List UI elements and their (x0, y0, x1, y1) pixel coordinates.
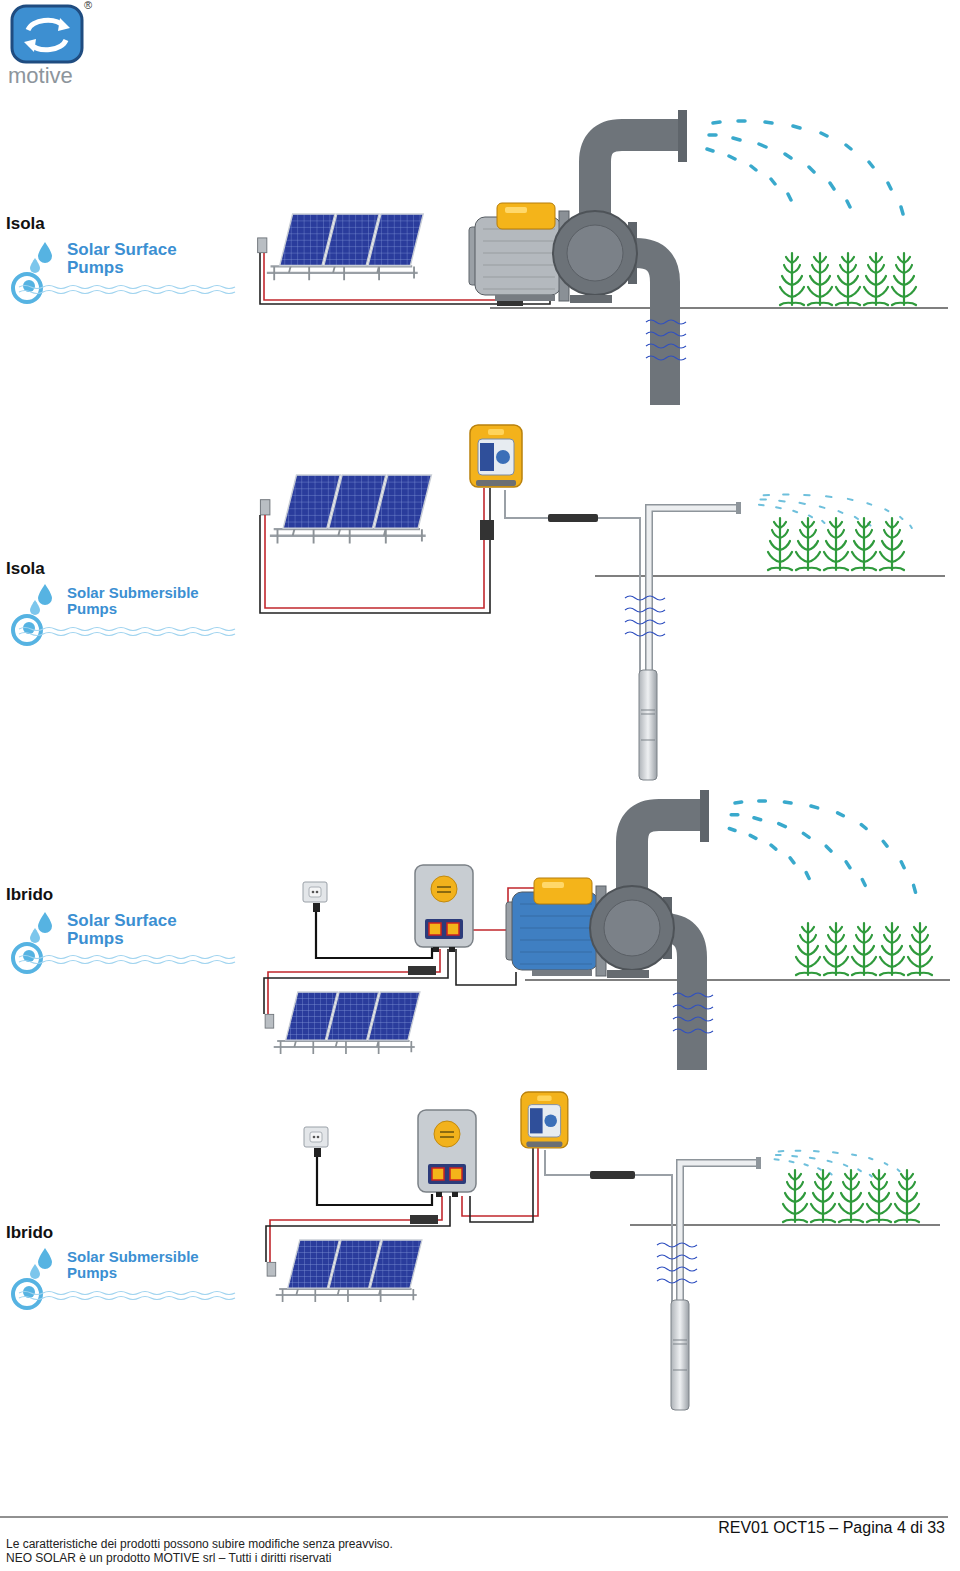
product-logo (13, 242, 235, 302)
product-logo (13, 1248, 235, 1308)
scene-heading: Ibrido (6, 1224, 53, 1242)
scene-standalone-surface (258, 110, 948, 405)
product-line: Solar Surface Pumps (67, 912, 195, 948)
scene-heading: Isola (6, 215, 45, 233)
scene-hybrid-submersible (266, 1092, 940, 1410)
scene-standalone-submersible (260, 425, 945, 780)
product-logo (13, 912, 235, 972)
page-number: REV01 OCT15 – Pagina 4 di 33 (718, 1520, 945, 1537)
scene-hybrid-surface (264, 790, 950, 1070)
product-line: Solar Surface Pumps (67, 241, 195, 277)
product-logo (13, 584, 235, 644)
scene-heading: Ibrido (6, 886, 53, 904)
footer-rule (0, 1517, 948, 1518)
product-line: Solar Submersible Pumps (67, 585, 219, 617)
registered-mark: ® (84, 0, 92, 12)
scene-heading: Isola (6, 560, 45, 578)
product-line: Solar Submersible Pumps (67, 1249, 219, 1281)
footer-note: Le caratteristiche dei prodotti possono … (6, 1538, 393, 1551)
footer-note: NEO SOLAR è un prodotto MOTIVE srl – Tut… (6, 1552, 331, 1565)
brand-logo (12, 6, 82, 62)
brand-name: motive (8, 64, 73, 87)
